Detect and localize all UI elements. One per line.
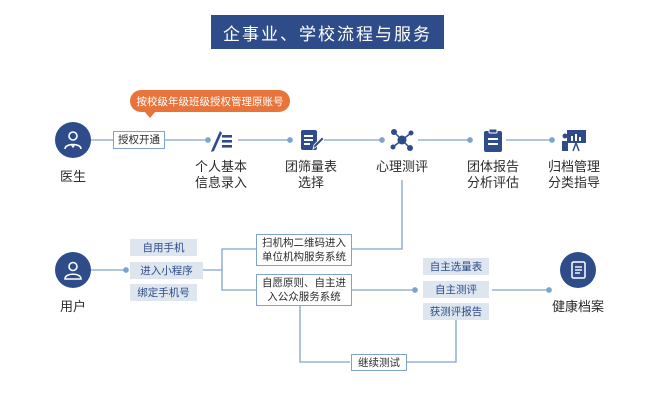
option-enter-miniprogram: 进入小程序	[130, 262, 203, 279]
doctor-node	[55, 122, 91, 158]
user-icon	[64, 261, 82, 280]
authorization-callout: 按校级年级班级授权管理原账号	[130, 90, 290, 118]
user-label: 用户	[59, 300, 86, 315]
doctor-icon	[64, 131, 82, 150]
entry-box-qrcode: 扫机构二维码进入单位机构服务系统	[256, 234, 352, 266]
presentation-icon	[562, 130, 586, 152]
document-icon	[571, 261, 586, 279]
checklist-pen-icon	[301, 130, 324, 150]
entry-box-public: 自愿原则、自主进入公众服务系统	[256, 274, 352, 306]
self-assessment: 自主测评	[423, 281, 489, 298]
continue-test-tag: 继续测试	[351, 354, 407, 371]
option-own-phone: 自用手机	[130, 239, 197, 256]
pen-form-icon	[211, 131, 232, 152]
authorize-open-tag: 授权开通	[113, 131, 165, 149]
clipboard-icon	[484, 128, 502, 152]
step-label: 心理测评	[375, 160, 428, 175]
step-label: 团体报告分析评估	[466, 160, 519, 191]
archive-label: 健康档案	[551, 300, 604, 315]
option-bind-phone: 绑定手机号	[130, 284, 197, 301]
step-label: 团筛量表选择	[284, 160, 337, 191]
step-label: 归档管理分类指导	[547, 160, 600, 191]
doctor-label: 医生	[59, 170, 86, 185]
network-nodes-icon	[390, 129, 414, 151]
self-select-scale: 自主选量表	[423, 258, 489, 275]
user-node	[55, 252, 91, 288]
page-title: 企事业、学校流程与服务	[211, 15, 444, 49]
step-label: 个人基本信息录入	[194, 160, 247, 191]
archive-node	[560, 252, 596, 288]
get-report: 获测评报告	[423, 303, 489, 320]
